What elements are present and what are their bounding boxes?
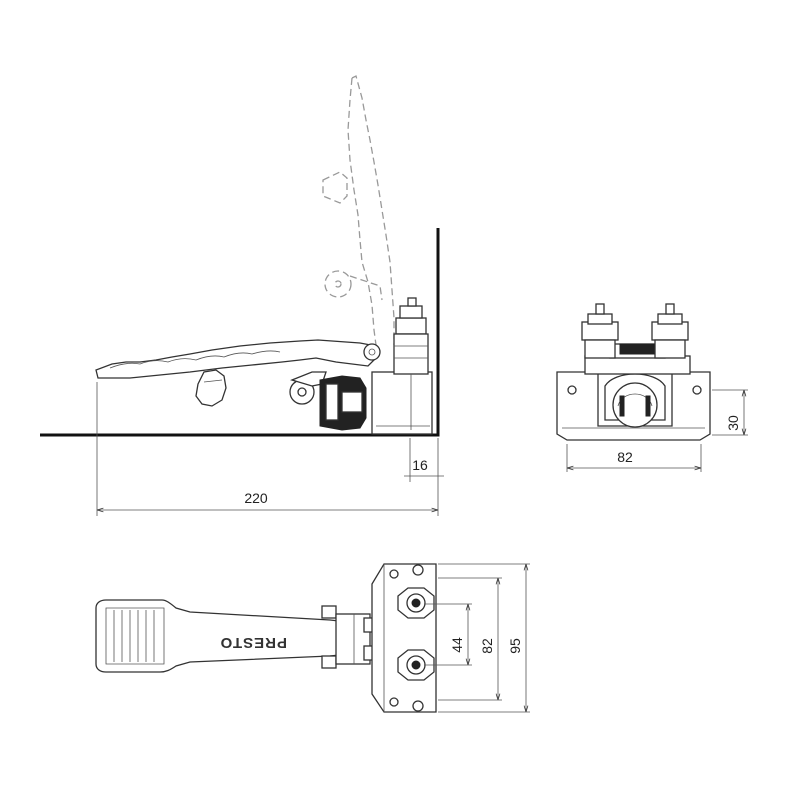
dimension-82-front: 82 — [566, 444, 702, 472]
dimension-label-44: 44 — [449, 637, 465, 653]
nut-bottom — [397, 649, 435, 681]
dimension-30: 30 — [712, 389, 748, 436]
dimension-82-top: 82 — [438, 577, 502, 701]
dimension-44: 44 — [424, 603, 472, 666]
side-view: 16 220 — [40, 75, 444, 516]
dimension-16: 16 — [404, 438, 444, 482]
dimension-95: 95 — [438, 563, 530, 713]
nut-top — [397, 587, 435, 619]
dimension-label-16: 16 — [412, 457, 428, 473]
pedal-grip-ribs — [113, 610, 155, 662]
dimension-220: 220 — [96, 382, 439, 516]
dimension-label-220: 220 — [244, 490, 268, 506]
pedal-lever — [95, 339, 381, 407]
dimension-label-82-front: 82 — [617, 449, 633, 465]
valve-body-side — [319, 297, 433, 435]
dimension-label-95: 95 — [507, 638, 523, 654]
top-view: PRESTO 44 — [95, 563, 530, 713]
brand-label: PRESTO — [220, 634, 287, 651]
floor-wall-line — [40, 228, 440, 437]
dimension-label-30: 30 — [725, 415, 741, 431]
pedal-raised-dashed — [322, 75, 395, 346]
dimension-label-82-top: 82 — [479, 638, 495, 654]
front-view: 82 30 — [556, 303, 748, 472]
